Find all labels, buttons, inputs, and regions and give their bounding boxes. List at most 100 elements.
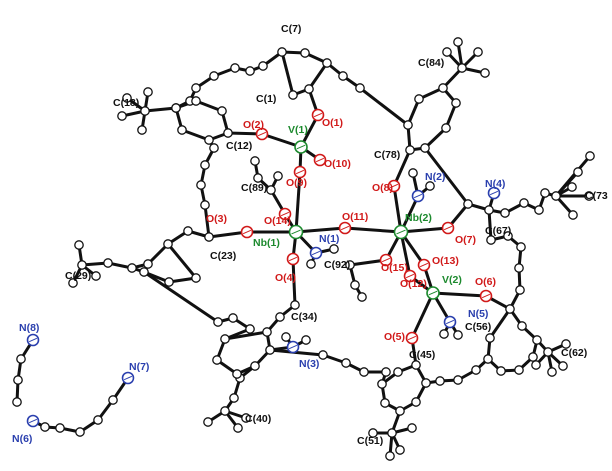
label-c51: C(51)	[357, 435, 383, 447]
atom-c	[411, 360, 421, 370]
atom-c	[233, 423, 243, 433]
atom-c	[531, 360, 541, 370]
atom-c	[425, 181, 435, 191]
atom-c	[516, 242, 526, 252]
label-o12: O(12)	[400, 278, 427, 290]
atom-c	[503, 231, 513, 241]
label-o13: O(13)	[432, 255, 459, 267]
atom-ellipsoid-mark	[489, 190, 499, 196]
atom-labels: C(7) C(84) C(18) C(1) O(1) O(2) V(1) C(1…	[12, 23, 608, 447]
atom-c	[584, 191, 594, 201]
atom-c	[140, 106, 150, 116]
atom-c	[534, 205, 544, 215]
label-c45: C(45)	[409, 349, 435, 361]
bond	[487, 208, 493, 242]
atom-c	[40, 422, 50, 432]
atom-c	[486, 235, 496, 245]
atom-ellipsoid-mark	[28, 418, 38, 424]
atom-c	[290, 300, 300, 310]
atom-c	[228, 313, 238, 323]
label-c34: C(34)	[291, 311, 317, 323]
bond	[392, 184, 403, 234]
atom-c	[453, 330, 463, 340]
atom-c	[345, 260, 355, 270]
atom-c	[543, 347, 553, 357]
atom-c	[439, 329, 449, 339]
atom-c	[91, 271, 101, 281]
atom-c	[273, 171, 283, 181]
bond	[410, 291, 435, 340]
atom-c	[253, 173, 263, 183]
atom-c	[191, 83, 201, 93]
atom-ellipsoid-mark	[288, 256, 298, 262]
atom-c	[355, 83, 365, 93]
atom-c	[421, 378, 431, 388]
label-c23: C(23)	[210, 250, 236, 262]
atom-c	[220, 334, 230, 344]
label-n1: N(1)	[319, 233, 339, 245]
atom-c	[55, 423, 65, 433]
atom-c	[258, 61, 268, 71]
atom-c	[191, 96, 201, 106]
label-n2: N(2)	[425, 171, 445, 183]
atom-c	[453, 37, 463, 47]
atom-ellipsoid-mark	[413, 193, 423, 199]
atom-c	[16, 354, 26, 364]
atom-ellipsoid-mark	[443, 225, 453, 231]
atom-c	[191, 273, 201, 283]
bond	[223, 330, 269, 341]
label-o1: O(1)	[322, 117, 343, 129]
atom-c	[457, 63, 467, 73]
bond	[399, 230, 412, 278]
atom-c	[203, 417, 213, 427]
label-c73: C(73	[585, 190, 608, 202]
label-n5: N(5)	[468, 308, 488, 320]
atom-ellipsoid-mark	[340, 225, 350, 231]
atom-c	[171, 103, 181, 113]
atom-c	[558, 361, 568, 371]
atom-c	[304, 84, 314, 94]
atom-c	[514, 263, 524, 273]
atom-c	[277, 47, 287, 57]
label-c62: C(62)	[561, 347, 587, 359]
label-o7: O(7)	[455, 234, 476, 246]
atom-c	[139, 267, 149, 277]
atom-c	[385, 451, 395, 461]
bond	[399, 226, 450, 234]
atom-ellipsoid-mark	[296, 144, 306, 150]
atom-c	[200, 160, 210, 170]
atom-c	[547, 367, 557, 377]
atom-c	[245, 66, 255, 76]
label-c78: C(78)	[374, 149, 400, 161]
atom-c	[395, 406, 405, 416]
atom-c	[380, 398, 390, 408]
bond	[207, 230, 249, 239]
bond	[488, 307, 512, 340]
atom-c	[262, 327, 272, 337]
atom-c	[74, 240, 84, 250]
label-n8: N(8)	[19, 322, 39, 334]
atom-c	[12, 397, 22, 407]
bond	[294, 226, 347, 234]
atom-c	[567, 182, 577, 192]
atom-c	[338, 71, 348, 81]
atom-ellipsoid-mark	[288, 344, 298, 350]
label-n7: N(7)	[129, 361, 149, 373]
atom-ellipsoid-mark	[396, 229, 406, 235]
bonds	[15, 40, 592, 458]
atom-c	[177, 125, 187, 135]
atom-c	[341, 358, 351, 368]
atom-c	[196, 180, 206, 190]
bond	[268, 348, 325, 357]
atom-c	[514, 365, 524, 375]
atom-c	[471, 365, 481, 375]
atom-ellipsoid-mark	[389, 183, 399, 189]
atom-c	[108, 395, 118, 405]
atom-c	[143, 259, 153, 269]
label-c1: C(1)	[256, 93, 276, 105]
atom-c	[561, 339, 571, 349]
atom-c	[103, 258, 113, 268]
atom-c	[143, 87, 153, 97]
label-o6: O(6)	[475, 276, 496, 288]
bond	[392, 148, 412, 188]
